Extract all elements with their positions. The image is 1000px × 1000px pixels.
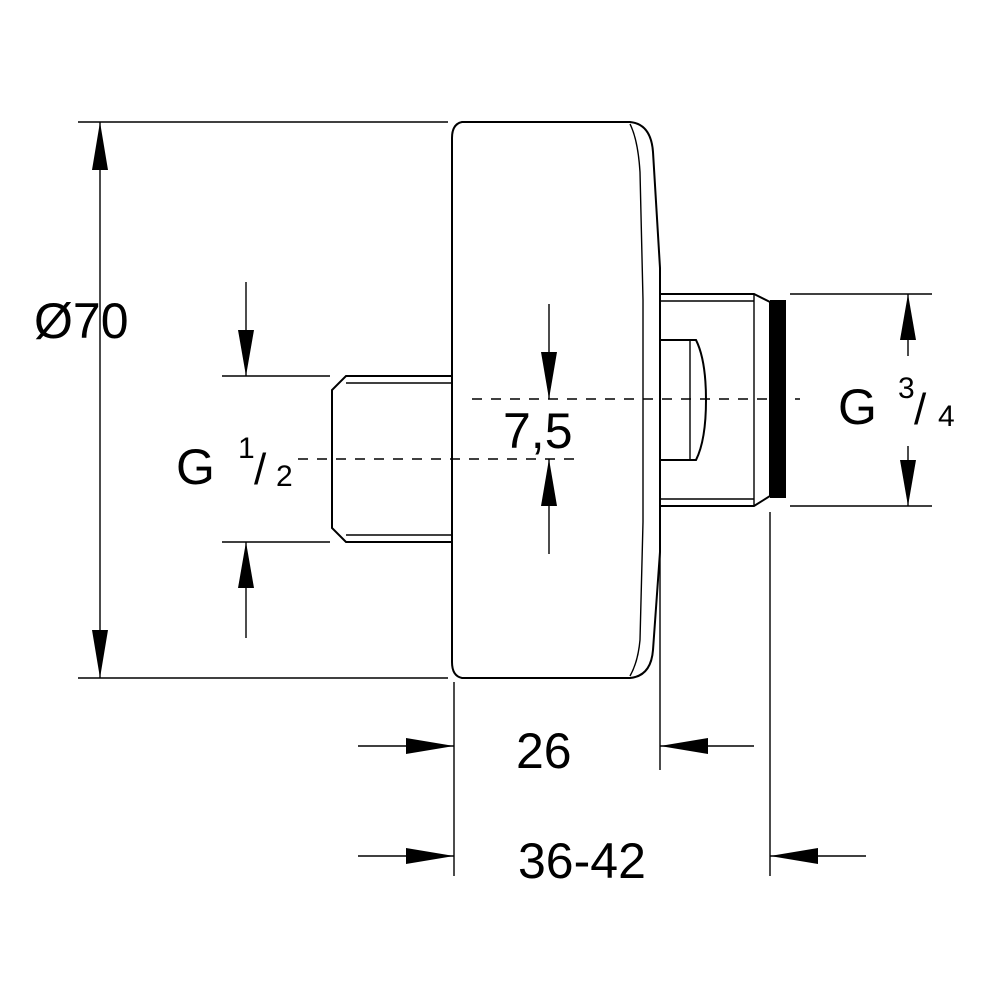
depth-label: 36-42 — [518, 833, 646, 889]
left-thread-dimension — [222, 282, 330, 638]
left-thread-stub — [331, 375, 452, 543]
flange-body — [451, 121, 661, 679]
left-thread-prefix: G — [176, 439, 215, 495]
right-thread-numerator: 3 — [898, 372, 915, 405]
right-thread-connection — [660, 293, 786, 507]
left-thread-denominator: 2 — [276, 460, 293, 493]
left-thread-numerator: 1 — [238, 432, 255, 465]
right-thread-prefix: G — [838, 379, 877, 435]
diameter-dimension — [78, 121, 448, 679]
center-lines — [298, 398, 800, 460]
depth-dimension — [358, 512, 866, 876]
diameter-label: Ø70 — [34, 293, 129, 349]
left-thread-slash: / — [254, 445, 267, 494]
width-dimension — [358, 512, 754, 876]
width-label: 26 — [516, 723, 572, 779]
right-thread-slash: / — [914, 385, 927, 434]
right-thread-denominator: 4 — [938, 400, 955, 433]
offset-label: 7,5 — [503, 403, 573, 459]
offset-dimension — [541, 304, 557, 554]
right-thread-dimension — [790, 293, 932, 507]
